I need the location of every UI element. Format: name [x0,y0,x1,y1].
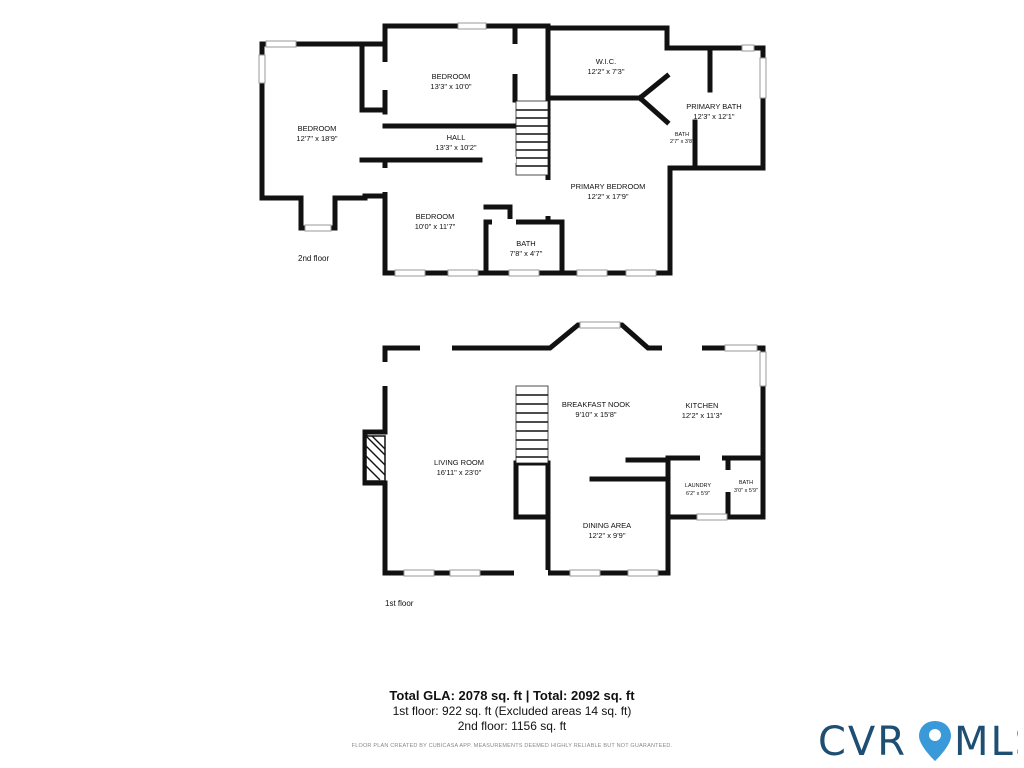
second-floor-plan [258,22,767,277]
room-name: BATH [516,239,535,248]
room-dims: 10'0" x 11'7" [415,222,456,231]
room-name: LAUNDRY [685,483,712,489]
area-summary: Total GLA: 2078 sq. ft | Total: 2092 sq.… [300,688,724,734]
second-floor-labels: BEDROOM 12'7" x 18'9" BEDROOM 13'3" x 10… [296,57,741,263]
room-name: BATH [739,480,753,486]
svg-text:MLS: MLS [954,719,1018,765]
room-dims: 12'3" x 12'1" [693,112,734,121]
room-name: LIVING ROOM [434,458,484,467]
room-dims: 12'7" x 18'9" [296,134,337,143]
room-name: KITCHEN [686,401,719,410]
first-floor-label: 1st floor [385,599,414,608]
room-dims: 12'2" x 17'9" [587,192,628,201]
first-floor-plan [362,321,767,577]
second-floor-stairs [515,100,549,176]
first-floor-labels: BREAKFAST NOOK 9'10" x 15'8" KITCHEN 12'… [385,400,758,608]
room-name: PRIMARY BATH [686,102,741,111]
room-name: BEDROOM [298,124,337,133]
second-floor-label: 2nd floor [298,254,329,263]
cvrmls-logo: CVR MLS [818,715,1018,765]
room-name: PRIMARY BEDROOM [571,182,646,191]
room-dims: 3'0" x 5'9" [734,488,758,494]
room-dims: 13'3" x 10'0" [430,82,471,91]
disclaimer: FLOOR PLAN CREATED BY CUBICASA APP. MEAS… [351,743,673,749]
room-name: HALL [447,133,466,142]
fireplace [365,435,386,482]
first-floor-stairs [515,385,549,464]
room-dims: 9'10" x 15'8" [575,410,616,419]
room-dims: 13'3" x 10'2" [435,143,476,152]
room-dims: 2'7" x 3'8" [670,139,694,145]
room-name: BEDROOM [416,212,455,221]
total-area: Total GLA: 2078 sq. ft | Total: 2092 sq.… [389,688,635,703]
room-dims: 7'8" x 4'7" [510,249,543,258]
room-dims: 12'2" x 7'3" [588,67,625,76]
room-dims: 16'11" x 23'0" [437,468,482,477]
first-floor-area: 1st floor: 922 sq. ft (Excluded areas 14… [392,704,632,718]
room-dims: 12'2" x 9'9" [589,531,626,540]
map-pin-icon: CVR MLS [818,719,1018,765]
room-name: BREAKFAST NOOK [562,400,630,409]
room-name: BEDROOM [432,72,471,81]
room-name: W.I.C. [596,57,616,66]
room-name: BATH [675,132,689,138]
room-dims: 6'2" x 5'9" [686,491,710,497]
logo-text: CVR [818,719,907,765]
room-dims: 12'2" x 11'3" [682,411,723,420]
second-floor-area: 2nd floor: 1156 sq. ft [457,719,567,733]
room-name: DINING AREA [583,521,631,530]
